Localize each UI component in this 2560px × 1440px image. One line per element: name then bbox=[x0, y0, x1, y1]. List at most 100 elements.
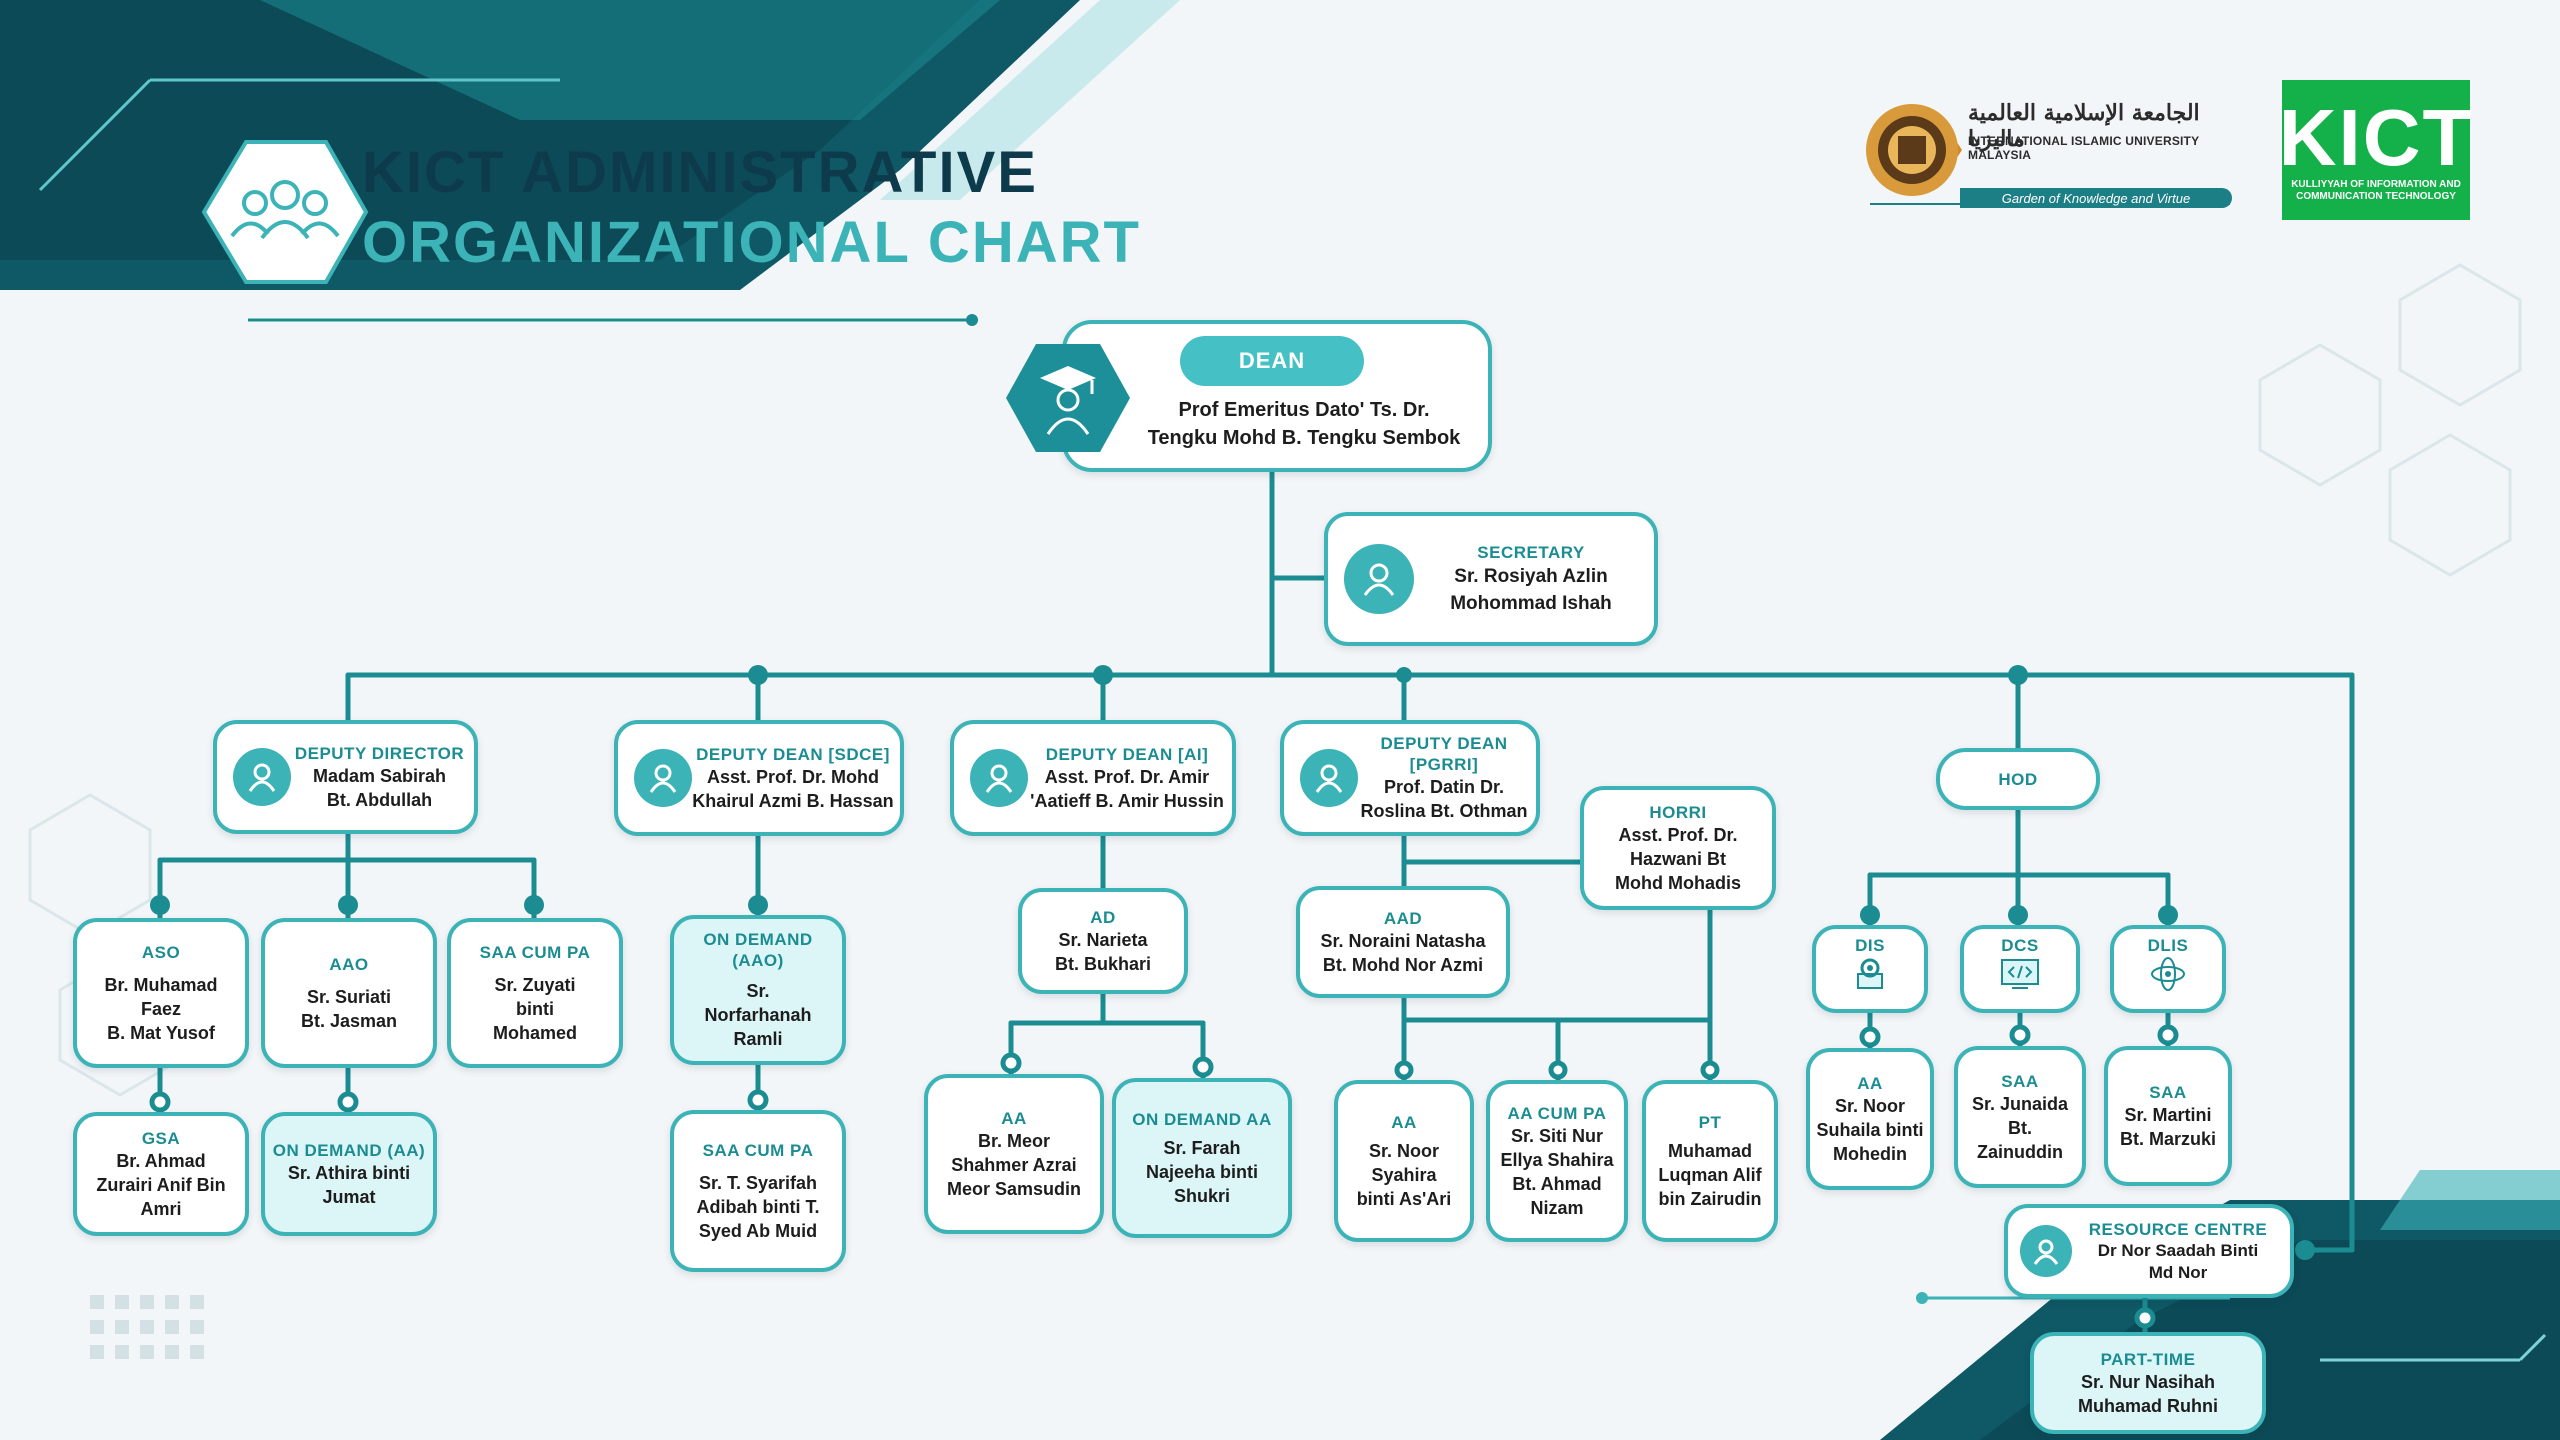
resource-centre-title: RESOURCE CENTRE bbox=[2088, 1219, 2268, 1239]
gear-book-icon bbox=[1857, 958, 1883, 989]
dcs-title: DCS bbox=[2001, 936, 2039, 955]
aao-card: AAO Sr. Suriati Bt. Jasman bbox=[261, 918, 437, 1068]
chart-title-line1: KICT ADMINISTRATIVE bbox=[362, 140, 1038, 205]
pt-name: Muhamad Luqman Alif bin Zairudin bbox=[1658, 1140, 1762, 1209]
deputy-dean-sdce-card: DEPUTY DEAN [SDCE] Asst. Prof. Dr. Mohd … bbox=[614, 720, 904, 836]
aa-meor-card: AA Br. Meor Shahmer Azrai Meor Samsudin bbox=[924, 1074, 1104, 1234]
deputy-director-name: Madam Sabirah Bt. Abdullah bbox=[312, 765, 447, 810]
hod-card: HOD bbox=[1936, 748, 2100, 810]
gsa-name: Br. Ahmad Zurairi Anif Bin Amri bbox=[96, 1150, 226, 1219]
person-avatar-icon bbox=[970, 749, 1028, 807]
aao-name: Sr. Suriati Bt. Jasman bbox=[300, 986, 398, 1031]
kict-logo: KICT KULLIYYAH OF INFORMATION AND COMMUN… bbox=[2279, 80, 2471, 220]
aa-noor-syahira-card: AA Sr. Noor Syahira binti As'Ari bbox=[1334, 1080, 1474, 1242]
on-demand-aa-2-name: Sr. Farah Najeeha binti Shukri bbox=[1145, 1137, 1259, 1206]
gsa-title: GSA bbox=[141, 1128, 181, 1148]
dlis-card: DLIS bbox=[2110, 925, 2226, 1013]
on-demand-aa-2-card: ON DEMAND AA Sr. Farah Najeeha binti Shu… bbox=[1112, 1078, 1292, 1238]
saa-cum-pa-title: SAA CUM PA bbox=[479, 942, 591, 962]
hod-title: HOD bbox=[1998, 769, 2038, 789]
university-arabic-name: الجامعة الإسلامية العالمية ماليزيا bbox=[1968, 100, 2200, 152]
person-avatar-icon bbox=[2020, 1225, 2072, 1277]
saa-martini-name: Sr. Martini Bt. Marzuki bbox=[2119, 1104, 2216, 1149]
horri-name: Asst. Prof. Dr. Hazwani Bt Mohd Mohadis bbox=[1615, 824, 1741, 893]
university-english-name: INTERNATIONAL ISLAMIC UNIVERSITY MALAYSI… bbox=[1968, 134, 2200, 162]
deputy-dean-pgrri-title: DEPUTY DEAN [PGRRI] bbox=[1380, 734, 1508, 774]
graduate-icon bbox=[1006, 344, 1130, 452]
resource-centre-card: RESOURCE CENTRE Dr Nor Saadah Binti Md N… bbox=[2004, 1204, 2294, 1298]
aa-meor-title: AA bbox=[1001, 1108, 1027, 1128]
person-avatar-icon bbox=[1300, 749, 1358, 807]
dis-card: DIS bbox=[1812, 925, 1928, 1013]
part-time-card: PART-TIME Sr. Nur Nasihah Muhamad Ruhni bbox=[2030, 1332, 2266, 1434]
deputy-dean-sdce-name: Asst. Prof. Dr. Mohd Khairul Azmi B. Has… bbox=[692, 766, 894, 811]
aa-suhaila-title: AA bbox=[1857, 1073, 1883, 1093]
deputy-dean-pgrri-card: DEPUTY DEAN [PGRRI] Prof. Datin Dr. Rosl… bbox=[1280, 720, 1540, 836]
kict-logo-text: KICT bbox=[2278, 93, 2474, 182]
ad-name: Sr. Narieta Bt. Bukhari bbox=[1054, 929, 1151, 974]
resource-centre-name: Dr Nor Saadah Binti Md Nor bbox=[2097, 1240, 2259, 1282]
saa-junaida-title: SAA bbox=[2001, 1071, 2039, 1091]
aao-title: AAO bbox=[329, 954, 369, 974]
aad-title: AAD bbox=[1383, 908, 1423, 928]
dis-title: DIS bbox=[1855, 936, 1885, 955]
saa-martini-title: SAA bbox=[2149, 1082, 2187, 1102]
horri-card: HORRI Asst. Prof. Dr. Hazwani Bt Mohd Mo… bbox=[1580, 786, 1776, 910]
part-time-title: PART-TIME bbox=[2100, 1349, 2196, 1369]
secretary-card: SECRETARY Sr. Rosiyah Azlin Mohommad Ish… bbox=[1324, 512, 1658, 646]
saa-martini-card: SAA Sr. Martini Bt. Marzuki bbox=[2104, 1046, 2232, 1186]
pt-title: PT bbox=[1698, 1112, 1722, 1132]
horri-title: HORRI bbox=[1649, 802, 1707, 822]
secretary-title: SECRETARY bbox=[1477, 542, 1585, 562]
aso-card: ASO Br. Muhamad Faez B. Mat Yusof bbox=[73, 918, 249, 1068]
aa-cum-pa-title: AA CUM PA bbox=[1507, 1103, 1607, 1123]
deputy-dean-ai-title: DEPUTY DEAN [AI] bbox=[1045, 744, 1209, 764]
deputy-dean-ai-name: Asst. Prof. Dr. Amir 'Aatieff B. Amir Hu… bbox=[1030, 766, 1224, 811]
aa-noor-syahira-title: AA bbox=[1391, 1112, 1417, 1132]
person-avatar-icon bbox=[1344, 544, 1414, 614]
dcs-card: DCS bbox=[1960, 925, 2080, 1013]
saa-cum-pa-2-title: SAA CUM PA bbox=[702, 1140, 814, 1160]
deputy-dean-sdce-title: DEPUTY DEAN [SDCE] bbox=[696, 744, 890, 764]
saa-cum-pa-2-card: SAA CUM PA Sr. T. Syarifah Adibah binti … bbox=[670, 1110, 846, 1272]
person-avatar-icon bbox=[634, 749, 692, 807]
aa-noor-syahira-name: Sr. Noor Syahira binti As'Ari bbox=[1356, 1140, 1452, 1209]
on-demand-aa-name: Sr. Athira binti Jumat bbox=[287, 1162, 411, 1207]
secretary-name: Sr. Rosiyah Azlin Mohommad Ishah bbox=[1450, 565, 1612, 614]
aa-suhaila-name: Sr. Noor Suhaila binti Mohedin bbox=[1816, 1095, 1924, 1164]
aso-title: ASO bbox=[141, 942, 181, 962]
on-demand-aao-card: ON DEMAND (AAO) Sr. Norfarhanah Ramli bbox=[670, 915, 846, 1065]
dlis-title: DLIS bbox=[2147, 936, 2189, 955]
ad-title: AD bbox=[1090, 907, 1116, 927]
deputy-dean-ai-card: DEPUTY DEAN [AI] Asst. Prof. Dr. Amir 'A… bbox=[950, 720, 1236, 836]
dean-title: DEAN bbox=[1180, 336, 1364, 386]
pt-card: PT Muhamad Luqman Alif bin Zairudin bbox=[1642, 1080, 1778, 1242]
saa-cum-pa-2-name: Sr. T. Syarifah Adibah binti T. Syed Ab … bbox=[696, 1172, 820, 1241]
aad-card: AAD Sr. Noraini Natasha Bt. Mohd Nor Azm… bbox=[1296, 886, 1510, 998]
on-demand-aao-title: ON DEMAND (AAO) bbox=[703, 930, 813, 970]
saa-junaida-card: SAA Sr. Junaida Bt. Zainuddin bbox=[1954, 1046, 2086, 1188]
person-avatar-icon bbox=[233, 748, 291, 806]
aa-meor-name: Br. Meor Shahmer Azrai Meor Samsudin bbox=[946, 1130, 1082, 1199]
aso-name: Br. Muhamad Faez B. Mat Yusof bbox=[104, 974, 218, 1043]
iium-emblem-icon bbox=[1866, 104, 1962, 196]
on-demand-aa-2-title: ON DEMAND AA bbox=[1132, 1109, 1272, 1129]
on-demand-aao-name: Sr. Norfarhanah Ramli bbox=[704, 981, 812, 1049]
people-icon bbox=[230, 180, 340, 240]
aa-suhaila-card: AA Sr. Noor Suhaila binti Mohedin bbox=[1806, 1048, 1934, 1190]
dean-name: Prof Emeritus Dato' Ts. Dr. Tengku Mohd … bbox=[1147, 399, 1461, 449]
on-demand-aa-card: ON DEMAND (AA) Sr. Athira binti Jumat bbox=[261, 1112, 437, 1236]
part-time-name: Sr. Nur Nasihah Muhamad Ruhni bbox=[2078, 1371, 2218, 1416]
on-demand-aa-title: ON DEMAND (AA) bbox=[272, 1140, 426, 1160]
aa-cum-pa-card: AA CUM PA Sr. Siti Nur Ellya Shahira Bt.… bbox=[1486, 1080, 1628, 1242]
saa-cum-pa-card: SAA CUM PA Sr. Zuyati binti Mohamed bbox=[447, 918, 623, 1068]
aad-name: Sr. Noraini Natasha Bt. Mohd Nor Azmi bbox=[1320, 930, 1486, 975]
code-monitor-icon bbox=[2001, 959, 2039, 989]
saa-cum-pa-name: Sr. Zuyati binti Mohamed bbox=[492, 974, 577, 1043]
deputy-director-card: DEPUTY DIRECTOR Madam Sabirah Bt. Abdull… bbox=[213, 720, 478, 834]
saa-junaida-name: Sr. Junaida Bt. Zainuddin bbox=[1971, 1093, 2069, 1162]
chart-title-line2: ORGANIZATIONAL CHART bbox=[362, 210, 1141, 275]
kict-logo-subtitle: KULLIYYAH OF INFORMATION AND COMMUNICATI… bbox=[2291, 179, 2461, 202]
deputy-director-title: DEPUTY DIRECTOR bbox=[294, 743, 465, 763]
